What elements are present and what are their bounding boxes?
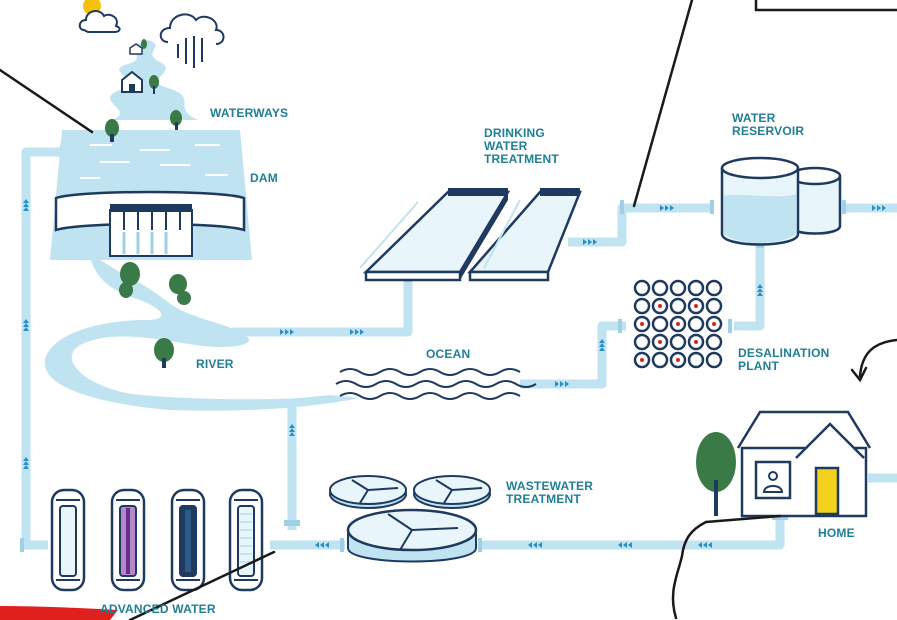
desalination-plant-label: DESALINATION PLANT <box>738 346 830 373</box>
annotation-line <box>632 0 694 208</box>
filter-canister-icon <box>50 488 86 592</box>
home-icon <box>696 410 872 518</box>
reservoir-icon <box>720 156 842 246</box>
pipe-left-vertical <box>21 147 62 550</box>
wastewater-treatment-label: WASTEWATER TREATMENT <box>506 479 594 506</box>
flow-arrow-up <box>23 319 29 331</box>
house-icon <box>129 43 143 55</box>
drinking-water-treatment-label: DRINKING WATER TREATMENT <box>484 126 559 166</box>
flow-arrow-up <box>757 284 763 296</box>
flow-arrow-up <box>23 199 29 211</box>
ocean-waves <box>335 368 537 400</box>
wastewater-tank-icon <box>329 475 491 563</box>
flow-arrow-right <box>872 205 886 211</box>
filter-canister-icon <box>170 488 206 592</box>
river-label: RIVER <box>196 357 234 371</box>
pipe-reservoir-to-desal <box>734 245 765 331</box>
advanced-water-label: ADVANCED WATER <box>100 602 216 616</box>
cloud-icon <box>78 10 121 33</box>
flow-arrow-left <box>528 542 542 548</box>
water-reservoir-label: WATER RESERVOIR <box>732 111 805 138</box>
flow-arrow-right <box>555 381 569 387</box>
flow-arrow-up <box>289 424 295 436</box>
rain-cloud-icon <box>159 13 225 68</box>
dam-label: DAM <box>250 171 278 185</box>
pipe-ocean-to-desal <box>520 321 626 389</box>
flow-arrow-right <box>660 205 674 211</box>
flow-arrow-left <box>618 542 632 548</box>
flow-arrow-left <box>315 542 329 548</box>
flow-arrow-right <box>350 329 364 335</box>
pipe-river-to-treatment <box>232 280 413 337</box>
filter-canister-icon <box>110 488 146 592</box>
dam-icon <box>50 130 252 260</box>
ocean-label: OCEAN <box>426 347 471 361</box>
flow-arrow-up <box>599 339 605 351</box>
flow-arrows <box>23 199 886 548</box>
annotation-box-top-right <box>754 0 897 12</box>
flow-arrow-right <box>583 239 597 245</box>
annotation-line <box>704 514 782 524</box>
home-label: HOME <box>818 526 855 540</box>
treatment-tank-icon <box>359 188 582 282</box>
waterways-label: WATERWAYS <box>210 106 289 120</box>
annotation-line <box>0 68 94 134</box>
tree-icon <box>105 39 191 368</box>
filter-canister-icon <box>228 488 264 592</box>
annotation-red-shape <box>0 606 118 620</box>
flow-arrow-left <box>698 542 712 548</box>
annotation-arrowhead <box>850 366 868 383</box>
flow-arrow-up <box>23 457 29 469</box>
house-icon <box>121 70 143 93</box>
annotation-line <box>128 550 276 620</box>
desalination-icon <box>633 279 723 369</box>
flow-arrow-right <box>280 329 294 335</box>
annotation-curve <box>858 338 897 378</box>
annotation-curve <box>671 520 708 620</box>
pipe-wastewater-to-home <box>478 500 785 550</box>
pipe-treatment-to-reservoir <box>568 203 714 247</box>
